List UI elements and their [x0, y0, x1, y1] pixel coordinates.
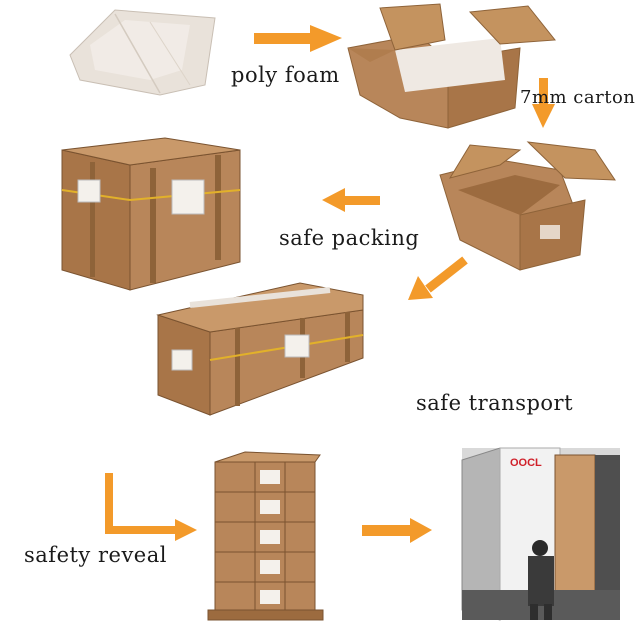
step-label-carton: 7mm carton — [520, 87, 635, 108]
open-carton-with-foam-image — [348, 4, 555, 128]
shipping-container-loading-image — [462, 448, 620, 620]
step-label-safe-transport: safe transport — [416, 391, 573, 415]
step-label-safety-reveal: safety reveal — [24, 543, 167, 567]
arrow-l-shaped-to-pallet — [105, 473, 197, 541]
wooden-crate-image — [62, 138, 240, 290]
pallet-of-cartons-image — [208, 452, 323, 620]
arrow-foam-to-carton — [254, 25, 342, 52]
arrow-pallet-to-container — [362, 518, 432, 543]
step-label-poly-foam: poly foam — [231, 63, 340, 87]
long-wooden-crate-image — [158, 283, 363, 415]
container-brand-text: OOCL — [510, 457, 542, 469]
step-label-safe-packing: safe packing — [279, 226, 419, 250]
open-empty-carton-image — [440, 142, 615, 270]
arrow-diagonal-down-left — [408, 260, 465, 300]
arrow-to-wooden-crate — [322, 188, 380, 212]
poly-foam-bag-image — [70, 10, 215, 95]
